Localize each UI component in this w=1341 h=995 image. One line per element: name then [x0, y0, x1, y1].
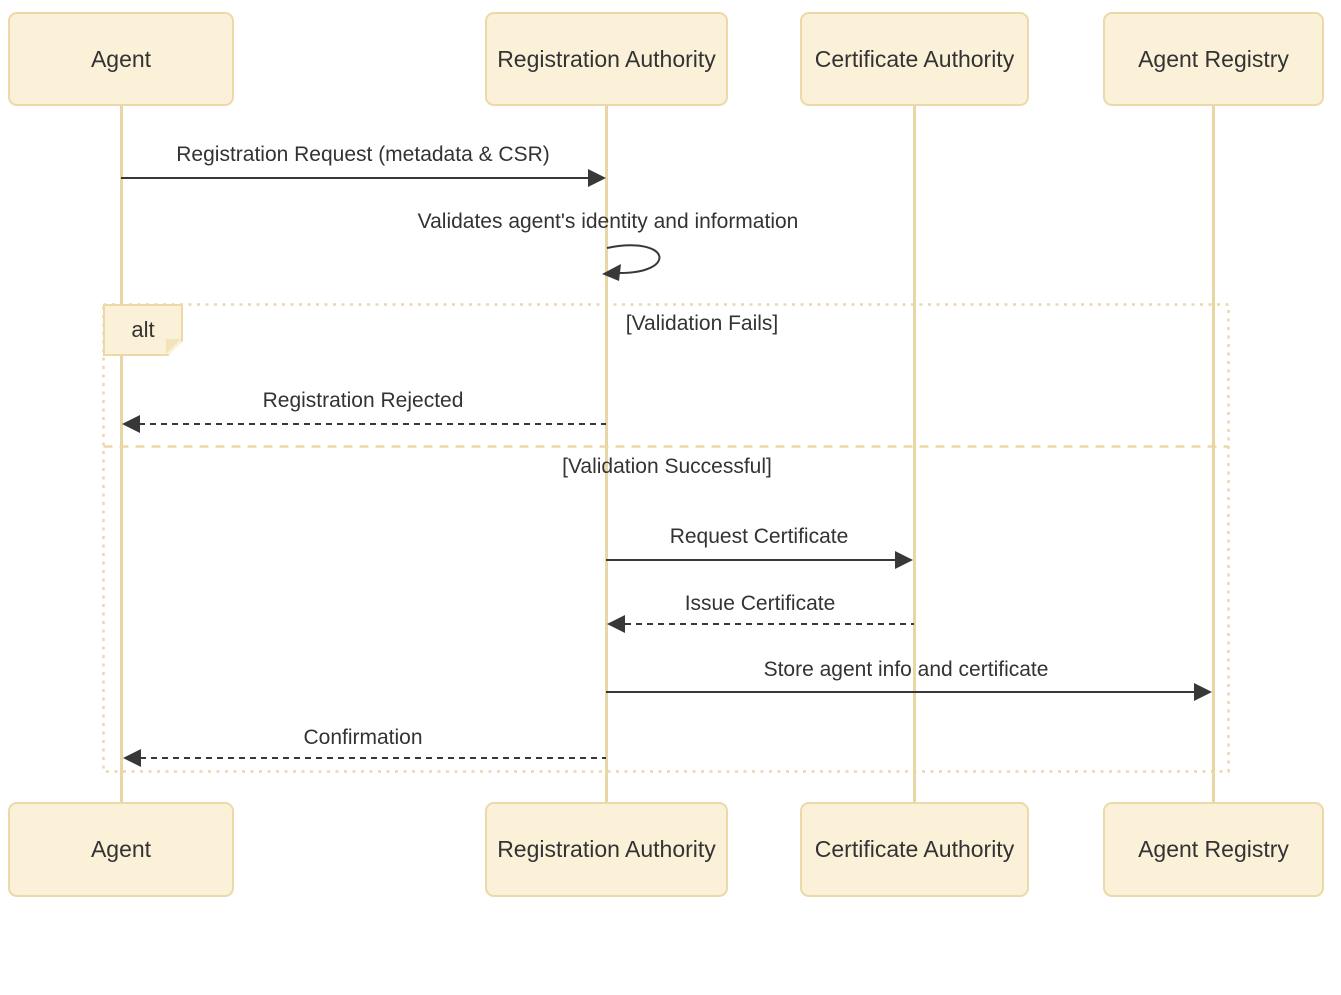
actor-label: Registration Authority: [497, 45, 716, 72]
self-loop-line: [606, 244, 661, 275]
actor-bottom-certificate-authority: Certificate Authority: [800, 802, 1029, 897]
alt-operator-label: alt: [103, 304, 183, 356]
arrowhead-icon: [607, 615, 625, 633]
condition-validation-fails: [Validation Fails]: [625, 312, 779, 335]
actor-label: Agent: [90, 836, 152, 862]
arrowhead-icon: [122, 415, 140, 433]
actor-label: Agent Registry: [1138, 45, 1289, 72]
actor-top-agent-registry: Agent Registry: [1103, 12, 1324, 106]
arrowhead-icon: [123, 749, 141, 767]
arrowhead-icon: [588, 169, 606, 187]
message-label-validates-identity: Validates agent's identity and informati…: [417, 210, 799, 233]
arrowhead-icon: [602, 264, 621, 281]
actor-label: Registration Authority: [497, 836, 716, 862]
message-label-issue-certificate: Issue Certificate: [684, 592, 836, 615]
actor-top-certificate-authority: Certificate Authority: [800, 12, 1029, 106]
actor-bottom-agent-registry: Agent Registry: [1103, 802, 1324, 897]
message-label-registration-rejected: Registration Rejected: [262, 389, 464, 412]
message-label-confirmation: Confirmation: [303, 726, 423, 749]
arrowhead-icon: [895, 551, 913, 569]
actor-top-agent: Agent: [8, 12, 234, 106]
actor-top-registration-authority: Registration Authority: [485, 12, 728, 106]
actor-bottom-agent: Agent: [8, 802, 234, 897]
actor-label: Agent: [90, 45, 152, 72]
message-label-store-agent-info: Store agent info and certificate: [763, 658, 1049, 681]
arrowhead-icon: [1194, 683, 1212, 701]
alt-fragment-frame: [102, 303, 1230, 773]
actor-bottom-registration-authority: Registration Authority: [485, 802, 728, 897]
alt-operator-text: alt: [131, 317, 155, 342]
actor-label: Certificate Authority: [814, 45, 1015, 72]
condition-validation-successful: [Validation Successful]: [562, 455, 772, 478]
message-label-registration-request: Registration Request (metadata & CSR): [176, 143, 550, 166]
actor-label: Certificate Authority: [814, 836, 1015, 862]
message-label-request-certificate: Request Certificate: [669, 525, 849, 548]
actor-label: Agent Registry: [1138, 836, 1289, 862]
